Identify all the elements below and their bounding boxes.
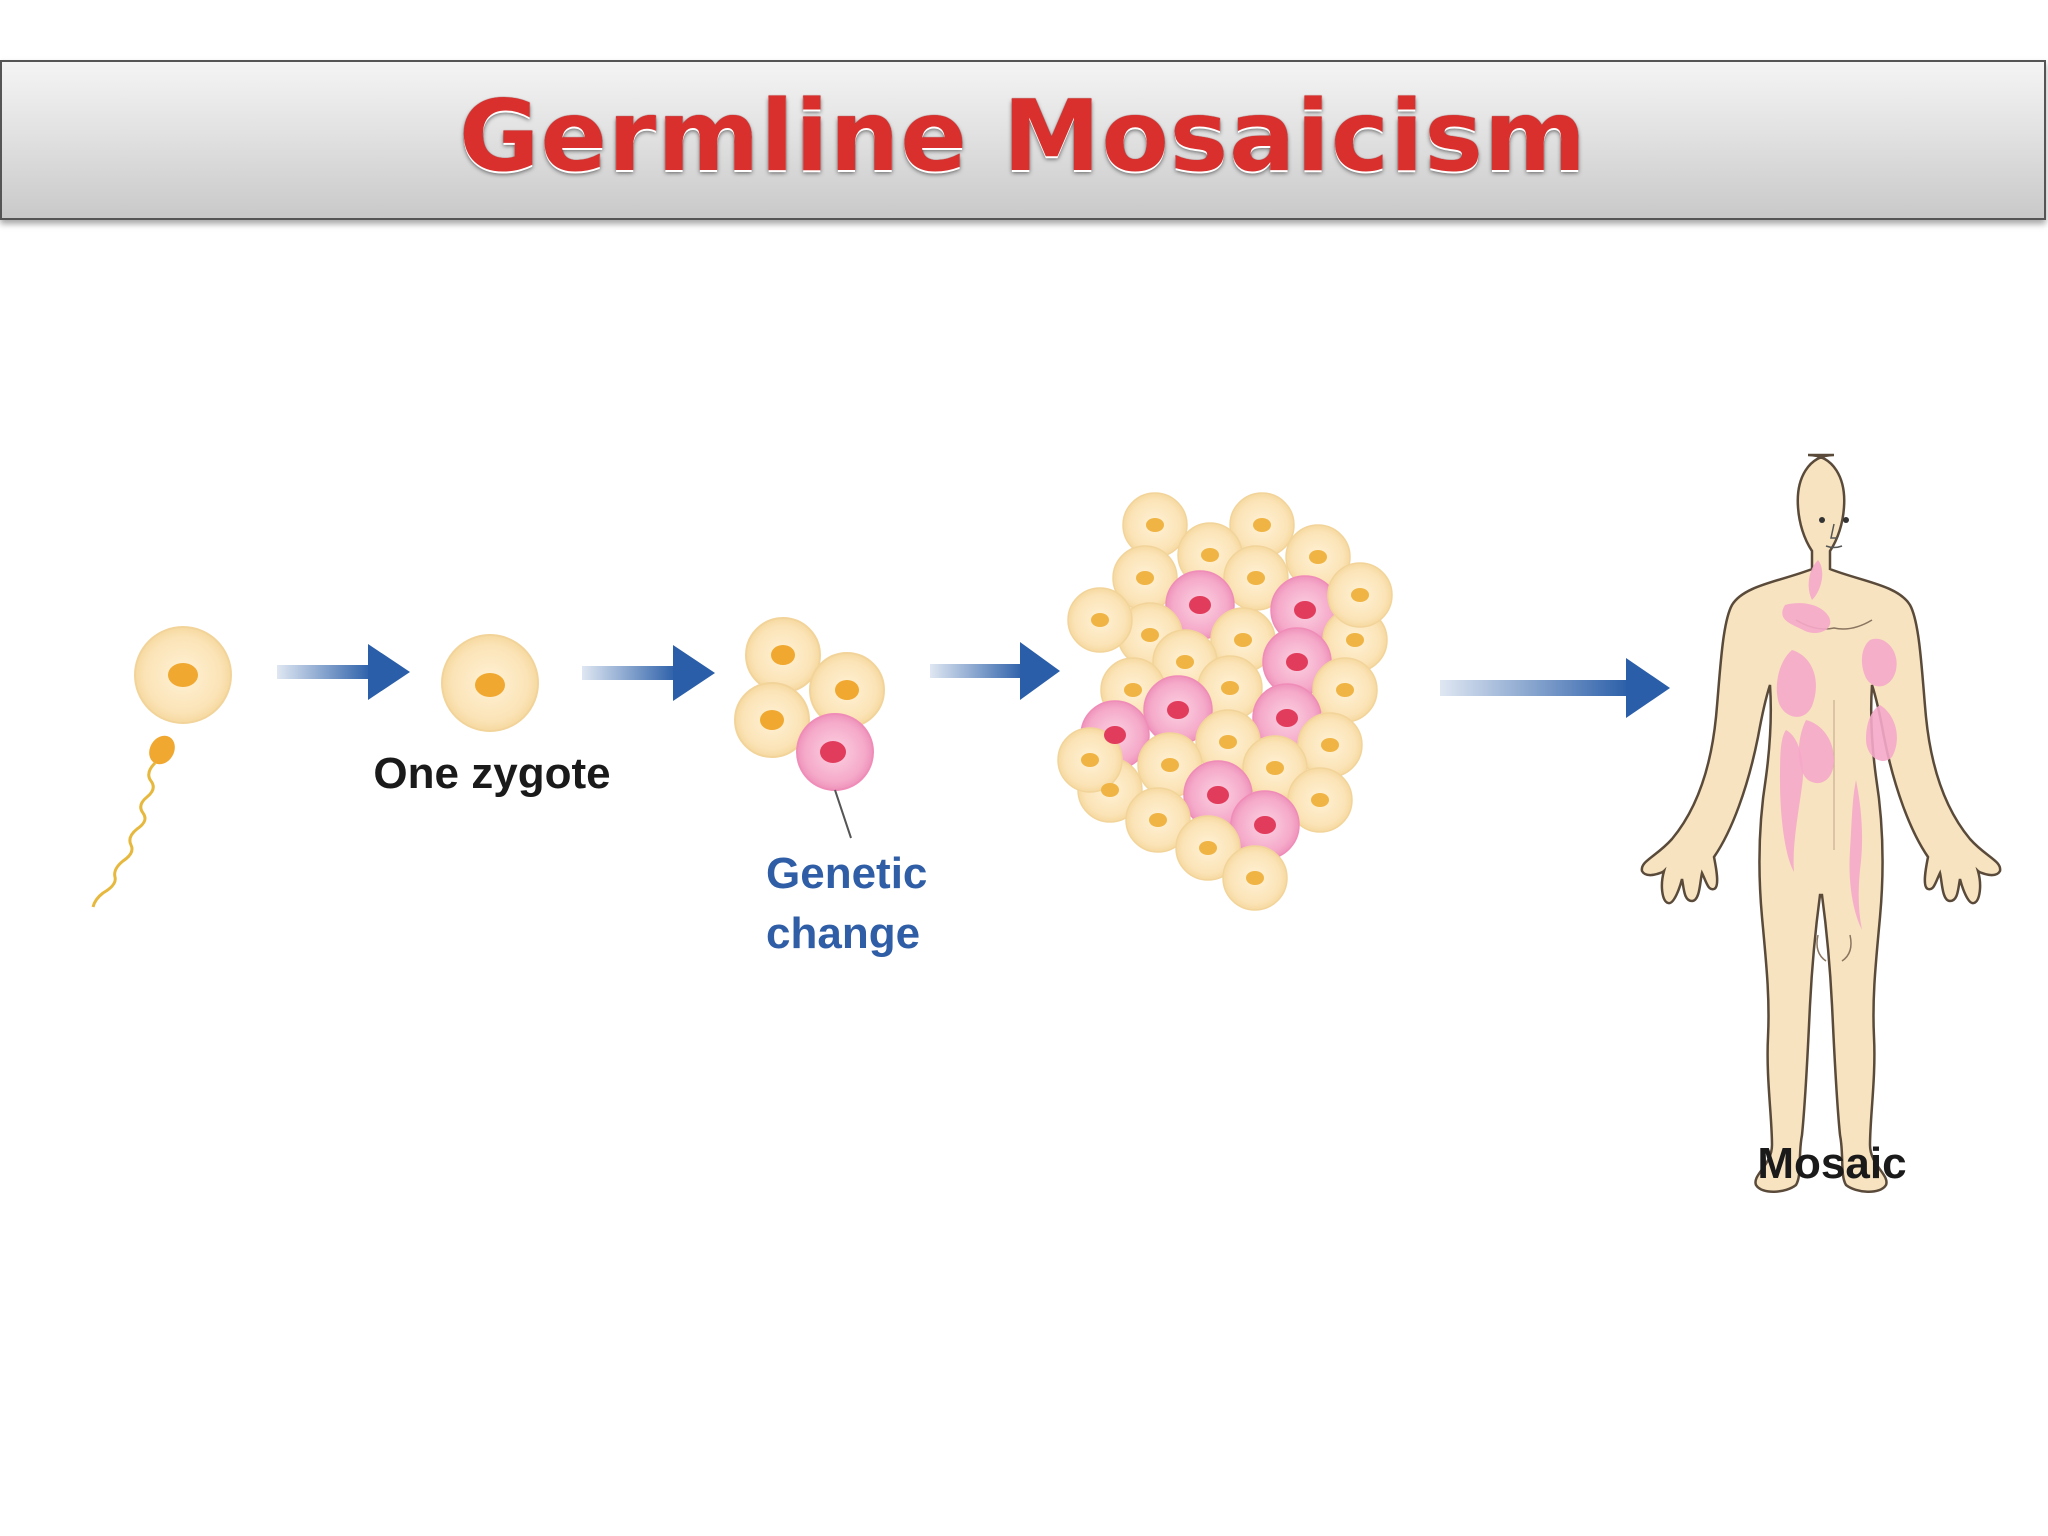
title-bar: Germline Mosaicism: [0, 60, 2046, 220]
cell-cluster-icon: [734, 617, 885, 839]
arrow-right-icon: [930, 642, 1060, 700]
zygote-icon: [441, 634, 539, 732]
human-figure-icon: [1640, 453, 2002, 1193]
genetic-change-label-line2: change: [766, 909, 920, 958]
slide-title: Germline Mosaicism: [459, 80, 1587, 194]
embryo-icon: [1057, 492, 1393, 911]
arrow-right-icon: [1440, 658, 1670, 718]
zygote-label: One zygote: [373, 749, 610, 798]
egg-cell-icon: [134, 626, 232, 724]
sperm-icon: [91, 735, 175, 908]
mosaic-label: Mosaic: [1757, 1139, 1906, 1188]
arrow-right-icon: [277, 644, 410, 700]
arrow-right-icon: [582, 645, 715, 701]
genetic-change-label-line1: Genetic: [766, 849, 927, 898]
